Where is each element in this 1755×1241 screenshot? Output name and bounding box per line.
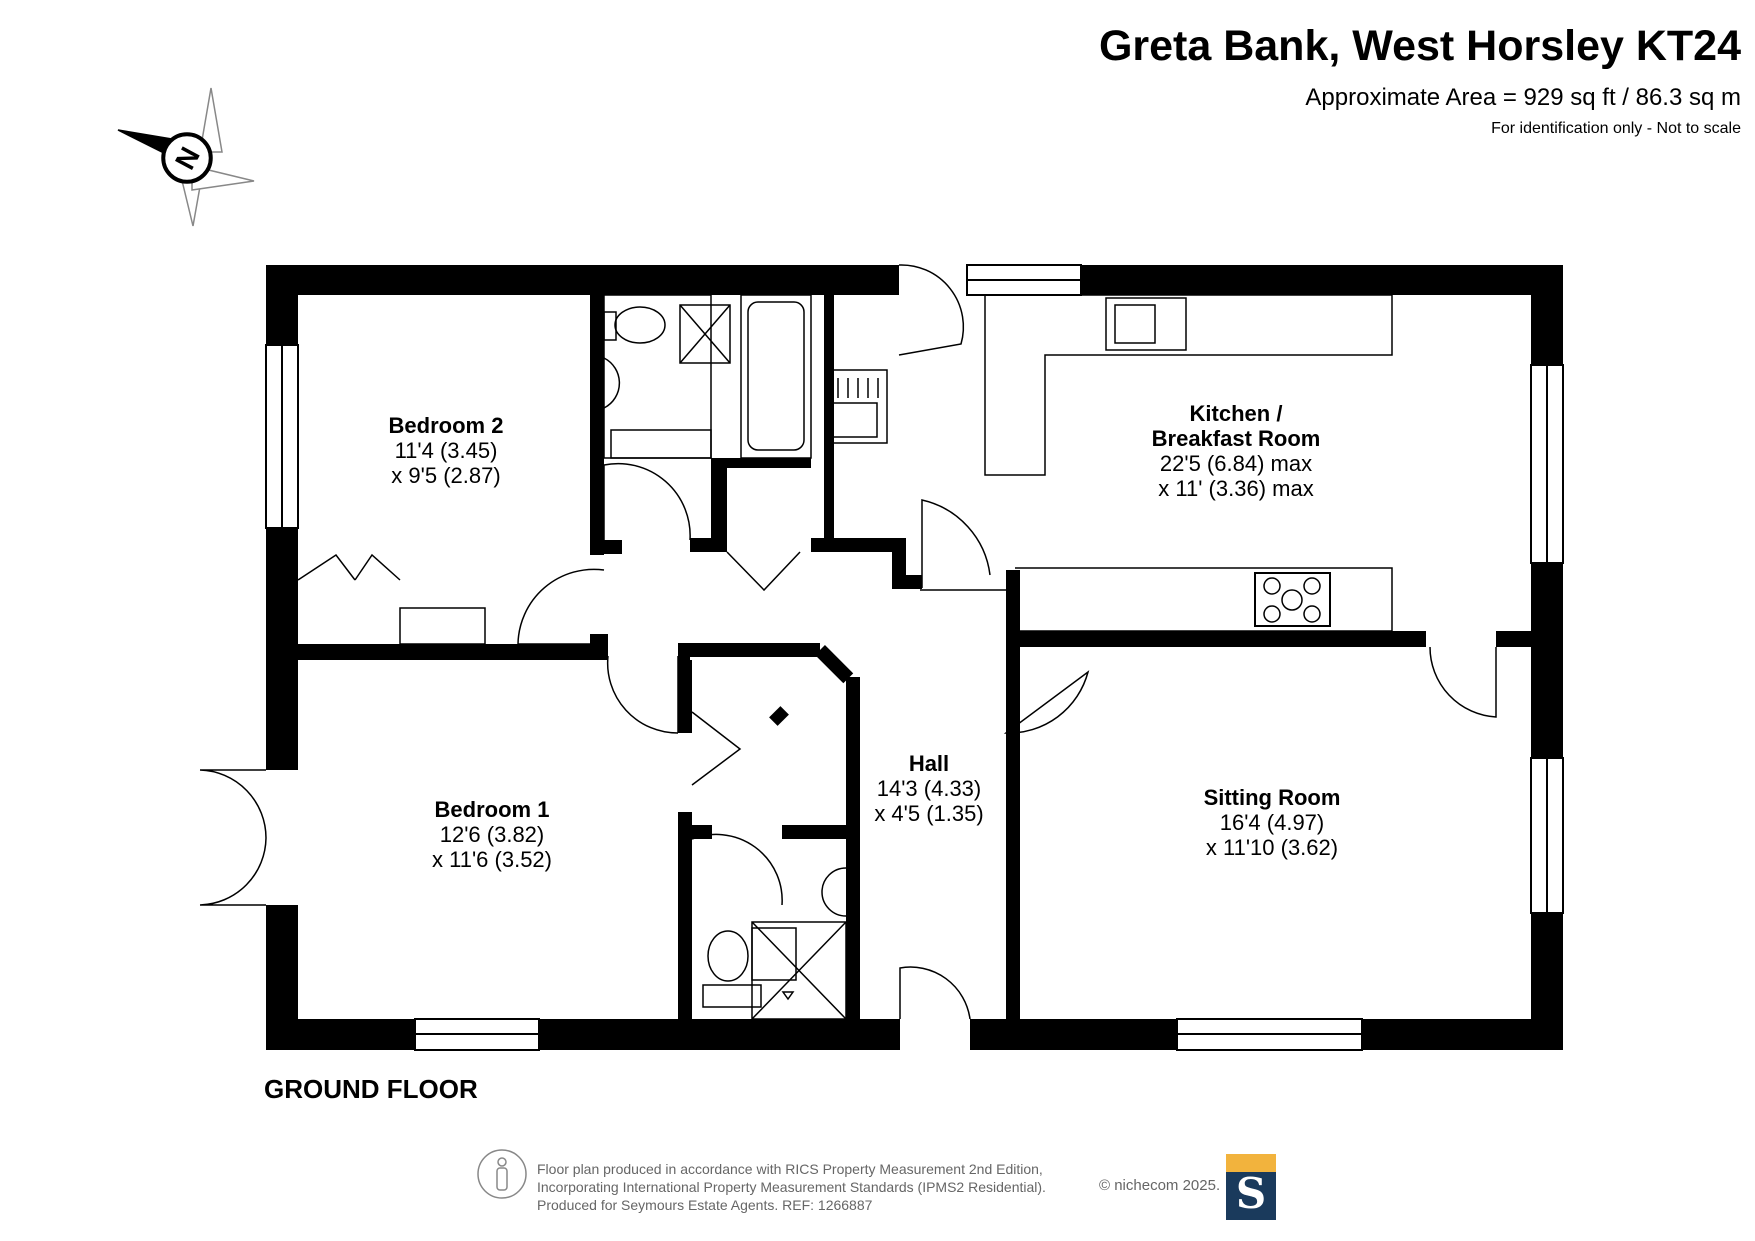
bathroom-fixtures	[399, 294, 847, 1020]
kitchen-units	[826, 294, 1393, 632]
room-name: Hall	[908, 751, 950, 776]
footer-line: Incorporating International Property Mea…	[537, 1179, 1046, 1195]
walls	[266, 265, 1563, 1050]
door-swings	[199, 264, 1497, 1020]
logo-bar	[1226, 1154, 1276, 1172]
room-name: Breakfast Room	[1151, 426, 1321, 451]
person-icon	[477, 1149, 527, 1199]
room-dimension: x 11'6 (3.52)	[432, 847, 552, 872]
identification-note: For identification only - Not to scale	[1491, 120, 1741, 137]
room-name: Kitchen /	[1189, 401, 1283, 426]
property-title: Greta Bank, West Horsley KT24	[1098, 22, 1741, 70]
agent-logo: S	[1226, 1154, 1276, 1220]
room-dimension: x 11' (3.36) max	[1158, 476, 1314, 501]
room-dimension: x 4'5 (1.35)	[874, 801, 984, 826]
room-dimension: x 9'5 (2.87)	[391, 463, 501, 488]
room-label-bedroom-2: Bedroom 2 11'4 (3.45) x 9'5 (2.87)	[389, 413, 504, 488]
room-label-hall: Hall 14'3 (4.33) x 4'5 (1.35)	[874, 751, 983, 826]
approximate-area: Approximate Area = 929 sq ft / 86.3 sq m	[1305, 84, 1741, 111]
floor-label: GROUND FLOOR	[264, 1074, 478, 1104]
windows	[265, 264, 1564, 1051]
room-name: Bedroom 1	[434, 797, 550, 822]
room-dimension: 22'5 (6.84) max	[1159, 451, 1313, 476]
footer-line: Floor plan produced in accordance with R…	[537, 1161, 1043, 1177]
room-name: Bedroom 2	[388, 413, 504, 438]
room-label-sitting-room: Sitting Room 16'4 (4.97) x 11'10 (3.62)	[1204, 785, 1341, 860]
footer-disclaimer: Floor plan produced in accordance with R…	[537, 1160, 1046, 1214]
logo-letter: S	[1235, 1169, 1267, 1218]
room-dimension: 14'3 (4.33)	[876, 776, 982, 801]
footer-line: Produced for Seymours Estate Agents. REF…	[537, 1197, 873, 1213]
copyright: © nichecom 2025.	[1099, 1177, 1221, 1194]
room-dimension: 11'4 (3.45)	[394, 438, 498, 463]
compass-rose-icon: N	[117, 87, 255, 227]
room-dimension: 12'6 (3.82)	[439, 822, 545, 847]
room-label-kitchen: Kitchen / Breakfast Room 22'5 (6.84) max…	[1152, 401, 1321, 501]
room-name: Sitting Room	[1203, 785, 1341, 810]
room-dimension: x 11'10 (3.62)	[1205, 835, 1339, 860]
room-dimension: 16'4 (4.97)	[1219, 810, 1325, 835]
room-label-bedroom-1: Bedroom 1 12'6 (3.82) x 11'6 (3.52)	[432, 797, 552, 872]
